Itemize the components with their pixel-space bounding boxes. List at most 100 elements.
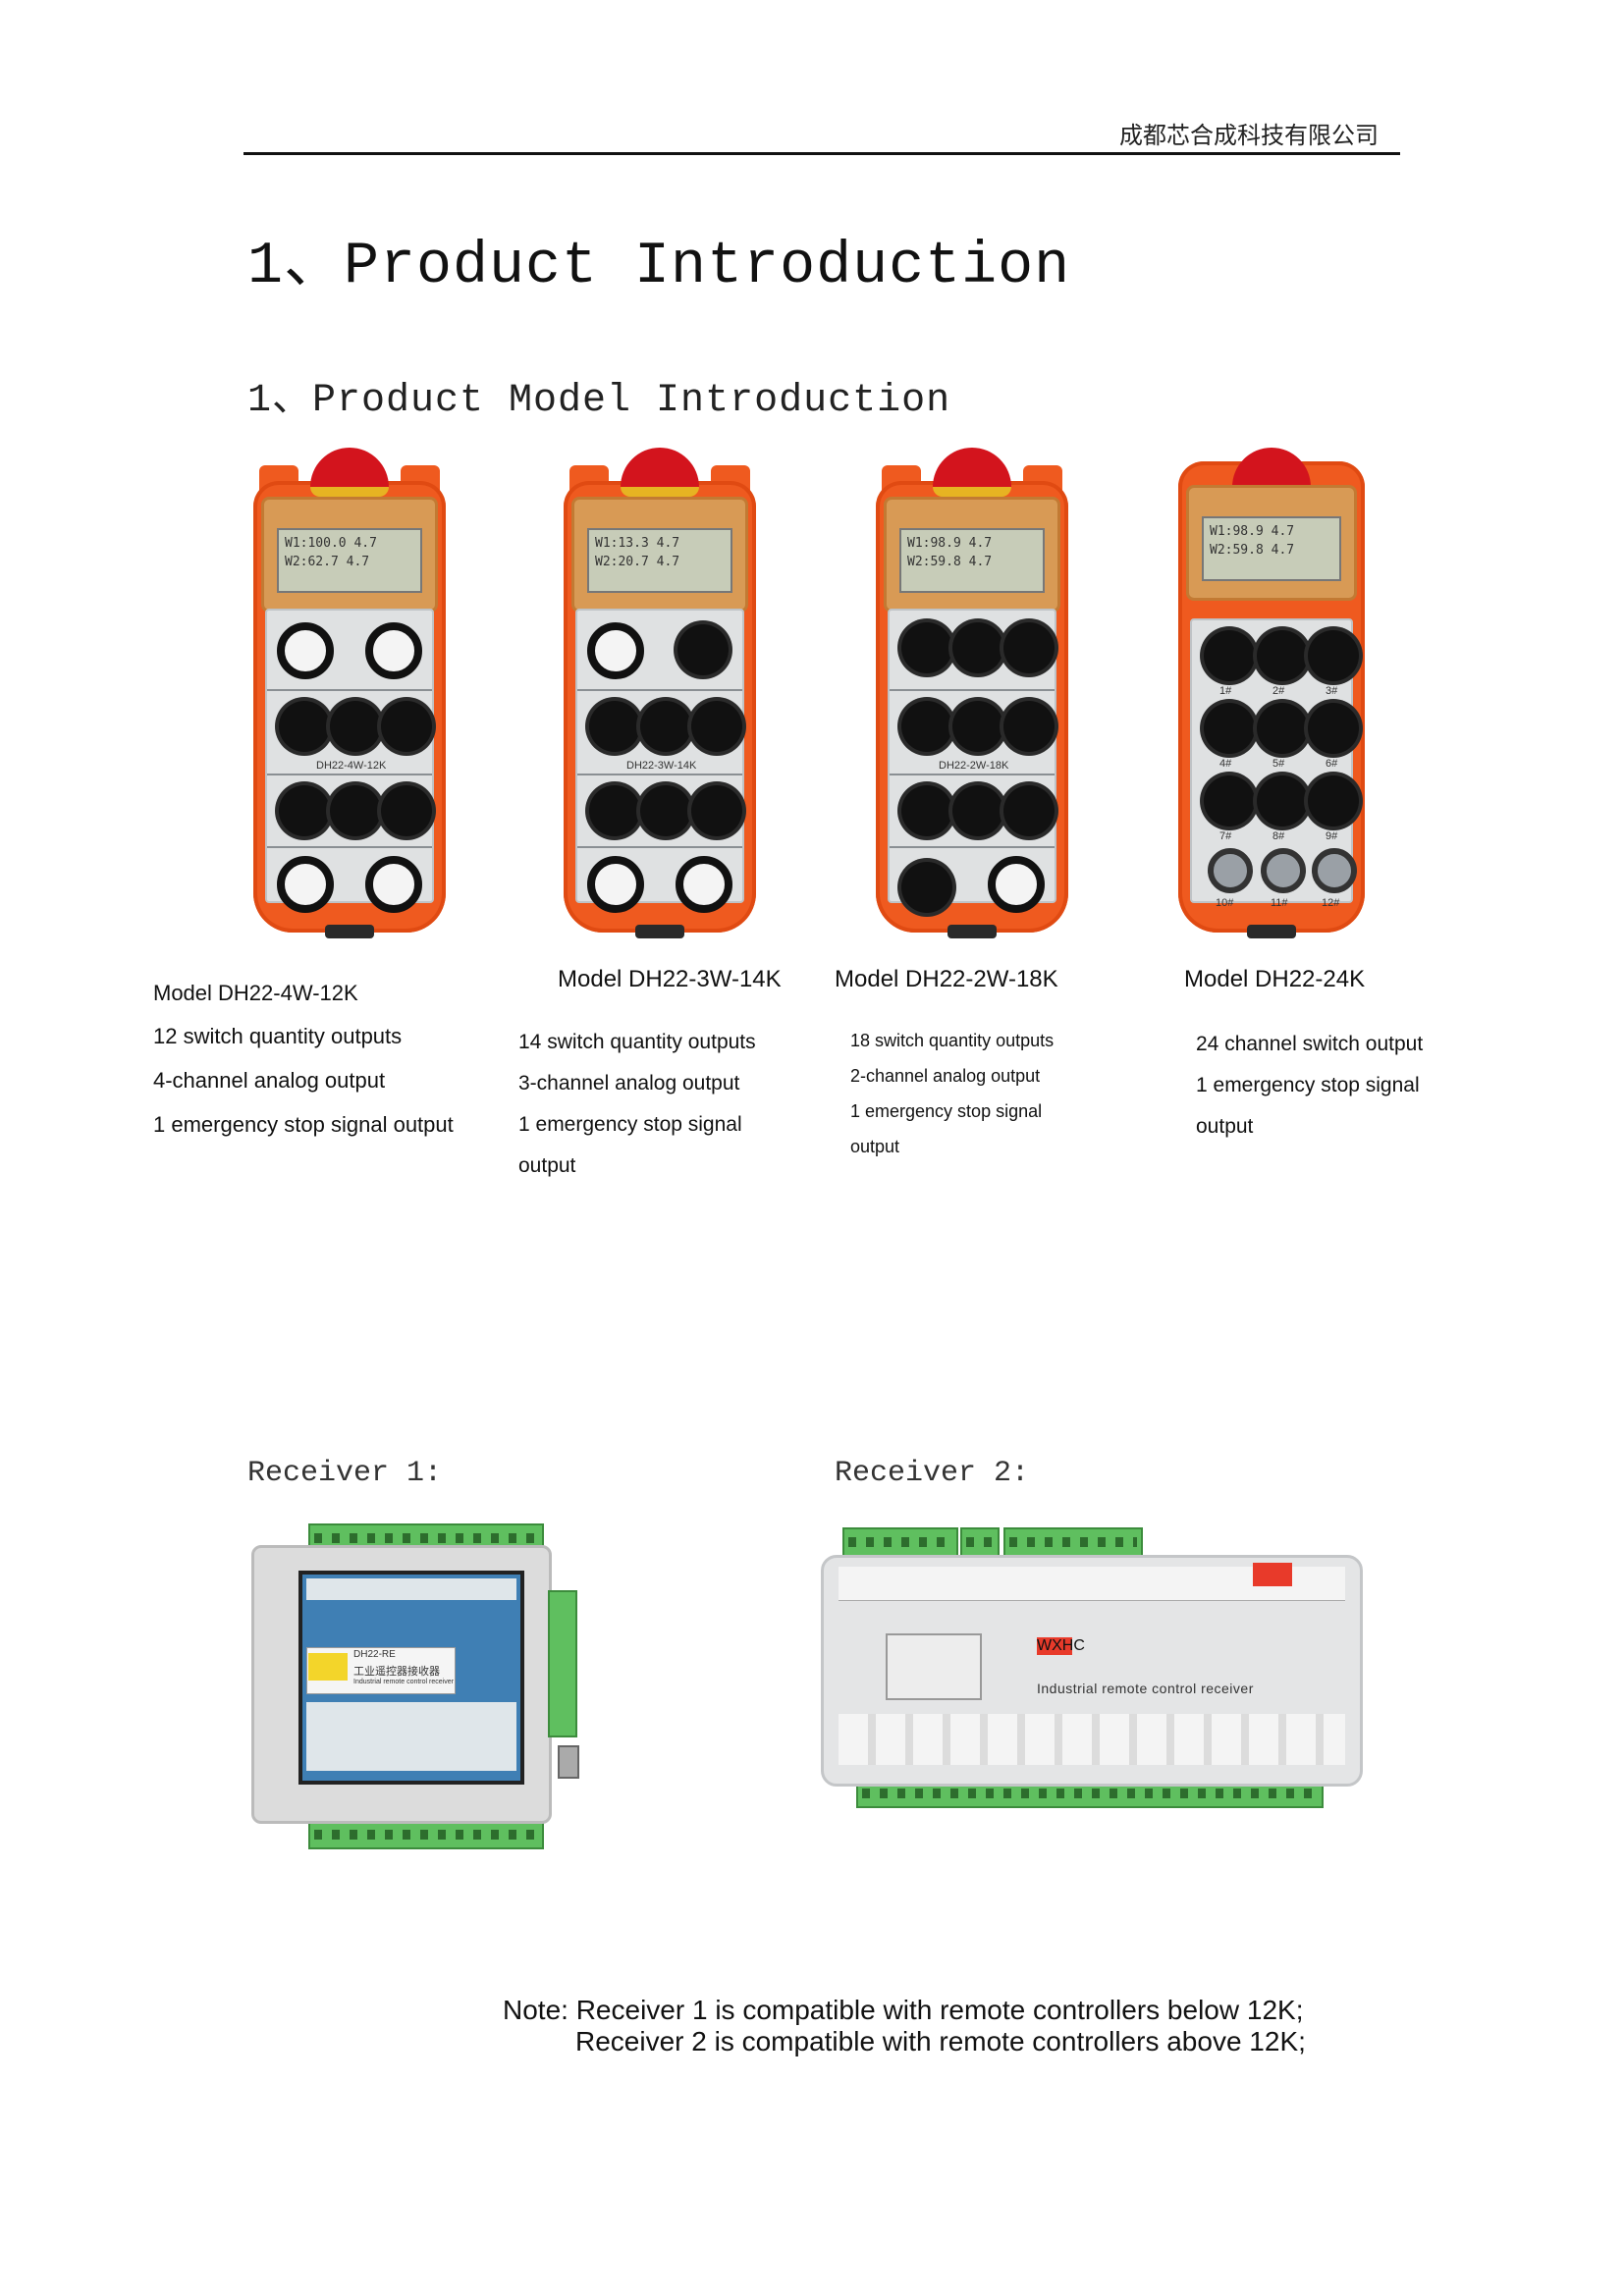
switch-knob-icon — [901, 701, 952, 752]
usb-port-icon — [558, 1745, 579, 1779]
switch-knob-icon — [330, 785, 381, 836]
lcd-screen: W1:98.9 4.7 W2:59.8 4.7 — [1202, 516, 1341, 581]
model-plate: DH22-4W-12K — [316, 760, 387, 772]
spec-line: 1 emergency stop signal — [518, 1113, 742, 1136]
key-label: 8# — [1272, 830, 1285, 842]
analog-dial-icon — [587, 622, 644, 679]
receiver-2-image: WXHC Industrial remote control receiver — [821, 1527, 1365, 1830]
section-title: 1、Product Introduction — [247, 234, 1071, 300]
receiver-2-label: Receiver 2: — [835, 1457, 1030, 1490]
analog-dial-icon — [277, 856, 334, 913]
analog-dial-icon — [988, 856, 1045, 913]
model-caption-1: Model DH22-4W-12K — [153, 980, 358, 1007]
model-plate: DH22-2W-18K — [939, 760, 1009, 772]
switch-knob-icon — [952, 622, 1003, 673]
spec-line: 2-channel analog output — [850, 1066, 1041, 1086]
switch-knob-icon — [381, 785, 432, 836]
spec-line: output — [850, 1137, 900, 1156]
key-label: 10# — [1216, 897, 1234, 909]
switch-knob-icon — [1308, 630, 1359, 681]
switch-knob-icon — [1204, 775, 1255, 827]
lcd-screen: W1:98.9 4.7 W2:59.8 4.7 — [899, 528, 1045, 593]
brand-logo-icon: WXHC — [1037, 1637, 1085, 1655]
switch-knob-icon — [691, 785, 742, 836]
toggle-switch-icon — [1312, 848, 1357, 893]
key-label: 2# — [1272, 685, 1285, 697]
lcd-line: W2:59.8 4.7 — [1210, 543, 1295, 558]
model-caption-2: Model DH22-3W-14K — [558, 966, 782, 993]
spec-line: 1 emergency stop signal output — [153, 1112, 454, 1137]
spec-line: 12 switch quantity outputs — [153, 1024, 403, 1048]
key-label: 4# — [1219, 758, 1232, 770]
compatibility-note-line-1: Note: Receiver 1 is compatible with remo… — [503, 1995, 1304, 2025]
spec-line: output — [518, 1154, 576, 1177]
model-name: Model DH22-4W-12K — [153, 981, 358, 1005]
model-name: Model DH22-2W-18K — [835, 966, 1058, 992]
emergency-stop-icon — [310, 448, 389, 497]
switch-knob-icon — [952, 701, 1003, 752]
key-label: 11# — [1271, 897, 1288, 909]
switch-knob-icon — [1204, 630, 1255, 681]
key-label: 12# — [1322, 897, 1340, 909]
receiver-name-en: Industrial remote control receiver — [1037, 1681, 1254, 1696]
analog-dial-icon — [676, 856, 732, 913]
lcd-line: W1:100.0 4.7 — [285, 536, 377, 551]
spec-line: 3-channel analog output — [518, 1072, 740, 1095]
lcd-line: W1:13.3 4.7 — [595, 536, 680, 551]
switch-knob-icon — [589, 701, 640, 752]
lcd-line: W2:59.8 4.7 — [907, 555, 993, 569]
key-label: 3# — [1326, 685, 1338, 697]
analog-dial-icon — [365, 622, 422, 679]
analog-dial-icon — [277, 622, 334, 679]
switch-knob-icon — [1257, 775, 1308, 827]
lcd-line: W1:98.9 4.7 — [907, 536, 993, 551]
switch-knob-icon — [1308, 703, 1359, 754]
subsection-title: 1、Product Model Introduction — [247, 379, 951, 423]
switch-knob-icon — [1257, 630, 1308, 681]
spec-line: 1 emergency stop signal — [850, 1101, 1043, 1121]
brand-logo-icon — [308, 1653, 348, 1681]
lcd-line: W2:20.7 4.7 — [595, 555, 680, 569]
remote-dh22-4w-12k-image: W1:100.0 4.7 W2:62.7 4.7 DH22-4W-12K — [253, 448, 446, 938]
receiver-model-text: DH22-RE — [353, 1649, 396, 1660]
key-label: 1# — [1219, 685, 1232, 697]
header-rule — [244, 152, 1400, 155]
spec-line: 24 channel switch output — [1196, 1033, 1424, 1055]
switch-knob-icon — [1003, 785, 1055, 836]
display-window — [886, 1633, 982, 1700]
switch-knob-icon — [1003, 701, 1055, 752]
receiver-1-image: DH22-RE 工业遥控器接收器 Industrial remote contr… — [251, 1523, 581, 1849]
receiver-name-cn: 工业遥控器接收器 — [353, 1665, 440, 1678]
model-name: Model DH22-3W-14K — [558, 966, 782, 992]
switch-knob-icon — [901, 622, 952, 673]
toggle-switch-icon — [1261, 848, 1306, 893]
company-name: 成都芯合成科技有限公司 — [1119, 122, 1379, 149]
switch-knob-icon — [381, 701, 432, 752]
remote-dh22-24k-image: W1:98.9 4.7 W2:59.8 4.7 1# 2# 3# 4# 5# 6… — [1178, 448, 1365, 938]
model-specs-2: 14 switch quantity outputs 3-channel ana… — [518, 1029, 756, 1180]
spec-line: 4-channel analog output — [153, 1068, 386, 1093]
spec-line: 1 emergency stop signal — [1196, 1074, 1420, 1096]
model-specs-4: 24 channel switch output 1 emergency sto… — [1196, 1031, 1423, 1141]
switch-knob-icon — [640, 701, 691, 752]
model-specs-1: 12 switch quantity outputs 4-channel ana… — [153, 1023, 454, 1139]
switch-knob-icon — [677, 624, 729, 675]
model-name: Model DH22-24K — [1184, 966, 1366, 992]
model-caption-3: Model DH22-2W-18K — [835, 966, 1058, 993]
emergency-stop-icon — [621, 448, 699, 497]
lcd-screen: W1:13.3 4.7 W2:20.7 4.7 — [587, 528, 732, 593]
spec-line: 14 switch quantity outputs — [518, 1031, 756, 1053]
switch-knob-icon — [279, 785, 330, 836]
model-plate: DH22-3W-14K — [626, 760, 697, 772]
model-caption-4: Model DH22-24K — [1184, 966, 1365, 993]
toggle-switch-icon — [1208, 848, 1253, 893]
switch-knob-icon — [901, 785, 952, 836]
receiver-name-en: Industrial remote control receiver — [353, 1679, 454, 1685]
spec-line: 18 switch quantity outputs — [850, 1031, 1055, 1050]
lcd-screen: W1:100.0 4.7 W2:62.7 4.7 — [277, 528, 422, 593]
switch-knob-icon — [640, 785, 691, 836]
compatibility-note-line-2: Receiver 2 is compatible with remote con… — [575, 2026, 1306, 2056]
key-label: 7# — [1219, 830, 1232, 842]
switch-knob-icon — [279, 701, 330, 752]
lcd-line: W1:98.9 4.7 — [1210, 524, 1295, 539]
